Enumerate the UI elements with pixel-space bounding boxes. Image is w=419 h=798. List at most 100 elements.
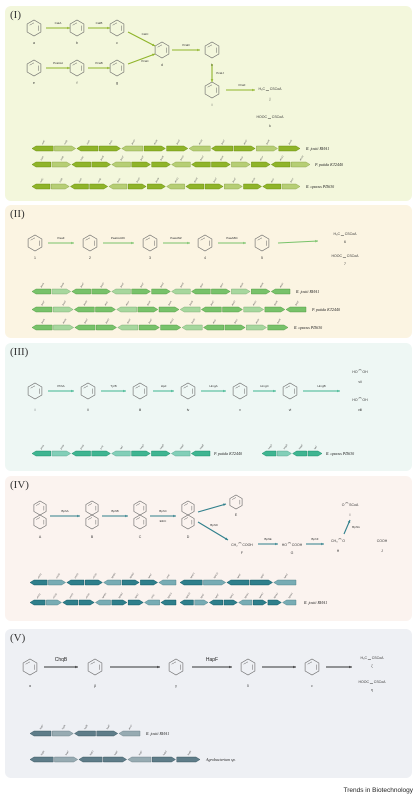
gene-arrow: [74, 730, 96, 737]
gene-label: paaJ: [233, 318, 239, 325]
molecule-ring-bond: [88, 517, 93, 520]
gene-arrow: [188, 145, 211, 152]
molecule-ring-bond: [235, 385, 241, 389]
gene-label: paaK: [146, 300, 152, 307]
gene-arrow: [108, 183, 128, 190]
gene-arrow: [171, 450, 191, 457]
gene-label: bphA3: [273, 592, 279, 599]
enzyme-label: BphE: [264, 537, 271, 541]
molecule-ring-bond: [171, 661, 177, 665]
gene-label: hmgA: [139, 443, 145, 450]
gene-label: pcaC: [212, 177, 218, 184]
gene-label: paaF: [139, 282, 145, 289]
compound-label: 4: [204, 256, 206, 260]
molecule-ring-bond: [157, 44, 163, 48]
gene-arrow: [118, 730, 141, 737]
reaction-arrow: [197, 521, 229, 541]
gene-label: pcaF: [242, 139, 248, 146]
gene-label: pcaH: [197, 139, 203, 146]
gene-label: paaN: [273, 300, 279, 307]
compound-label: v: [239, 408, 241, 412]
gene-label: pcaL: [108, 139, 114, 146]
gene-arrow: [270, 161, 291, 168]
enzyme-label: BphC: [159, 509, 167, 513]
gene-label: etbA2: [52, 592, 58, 599]
compound-label: 7: [344, 262, 346, 266]
reaction-arrow-head: [275, 542, 278, 546]
gene-label: paaJ: [219, 282, 225, 289]
gene-arrow: [243, 306, 265, 313]
molecule-ring: [133, 514, 147, 530]
gene-arrow: [238, 599, 253, 606]
gene-label: pcaJ: [289, 177, 295, 184]
reaction-arrow-head: [171, 389, 174, 393]
molecule-ring-bond: [200, 237, 206, 241]
molecule-chain: HO ⁀ OH: [352, 397, 368, 402]
gene-arrow: [84, 579, 103, 586]
gene-label: paaZ: [278, 282, 284, 289]
molecule-ring: [133, 500, 147, 516]
enzyme-label: PhhA: [57, 384, 64, 388]
molecule-ring: [142, 234, 158, 252]
gene-arrow: [307, 450, 323, 457]
gene-label: bphD2: [213, 571, 220, 579]
gene-label: bphB2: [118, 592, 124, 599]
gene-arrow: [176, 756, 201, 763]
reaction-arrow-head: [173, 514, 176, 518]
gene-label: hqdC: [106, 724, 112, 730]
gene-arrow: [127, 183, 147, 190]
gene-label: pcaG: [278, 155, 284, 162]
reaction-arrow-head: [131, 241, 134, 245]
enzyme-label: ChqB: [55, 657, 68, 663]
reaction-arrow-head: [210, 79, 214, 82]
molecule-ring: [109, 19, 125, 37]
reaction-arrow-head: [152, 43, 155, 46]
gene-label: hapB: [40, 750, 46, 756]
molecule-ring: [204, 41, 220, 59]
molecule-ring: [109, 59, 125, 77]
compound-label: F: [241, 551, 243, 555]
gene-label: paaN: [258, 282, 264, 289]
molecule-ring-bond: [307, 661, 313, 665]
gene-arrow: [91, 288, 111, 295]
gene-arrow: [91, 161, 111, 168]
gene-arrow: [116, 306, 137, 313]
molecule-chain: COOH: [377, 539, 388, 543]
gene-arrow: [262, 183, 281, 190]
gene-label: etbA2: [55, 572, 61, 579]
gene-label: paaA: [167, 300, 173, 307]
gene-label: hmgR: [199, 443, 205, 450]
molecule-ring-bond: [85, 237, 91, 241]
enzyme-label: PcaGH: [53, 61, 63, 65]
gene-arrow: [95, 599, 111, 606]
organism-label: R. opacus PD630: [305, 184, 334, 189]
gene-arrow: [251, 161, 271, 168]
gene-arrow: [179, 599, 194, 606]
molecule-ring-bond: [83, 385, 89, 389]
gene-arrow: [143, 145, 166, 152]
panel-numeral: (IV): [10, 479, 29, 491]
gene-arrow: [231, 161, 251, 168]
reaction-arrow: [127, 31, 156, 47]
molecule-ring: [180, 382, 196, 400]
molecule-ring-bond: [88, 503, 93, 506]
gene-arrow: [91, 450, 111, 457]
gene-arrow: [140, 579, 158, 586]
gene-arrow: [256, 145, 278, 152]
gene-arrow: [226, 579, 250, 586]
molecule-chain: HOOC ‿ CSCoA: [332, 254, 360, 259]
reaction-arrow-head: [67, 26, 70, 30]
panel-phenylacetate-pathway: (II): [5, 205, 412, 338]
molecule-ring-bond: [183, 385, 189, 389]
gene-arrow: [190, 450, 211, 457]
molecule-ring: [33, 514, 47, 530]
gene-label: etbC: [166, 573, 171, 579]
gene-label: paaD: [99, 282, 105, 289]
gene-label: bphF: [260, 573, 266, 579]
organism-label: R. opacus PD630: [325, 451, 354, 456]
gene-label: pcaC: [220, 139, 226, 146]
compound-label: A: [39, 535, 42, 539]
gene-label: paaE: [119, 282, 125, 289]
organism-label: R. jostii RHA1: [295, 289, 319, 294]
gene-arrow: [111, 288, 131, 295]
